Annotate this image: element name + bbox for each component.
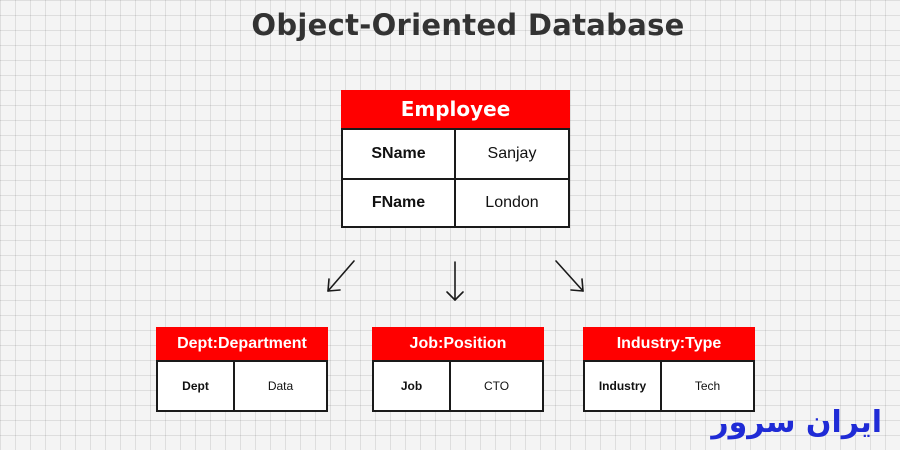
- attribute-value: London: [485, 194, 539, 211]
- attribute-value: Tech: [694, 379, 721, 393]
- attribute-value: Sanjay: [487, 145, 537, 162]
- attribute-value: CTO: [483, 379, 510, 393]
- employee-table: Employee SName Sanjay FName London: [341, 90, 570, 228]
- job-table-header: Job:Position: [372, 327, 544, 360]
- employee-table-header: Employee: [341, 90, 570, 128]
- attribute-key: Job: [374, 362, 451, 410]
- job-table-body: Job CTO: [372, 360, 544, 412]
- industry-table-header: Industry:Type: [583, 327, 755, 360]
- attribute-key: Dept: [158, 362, 235, 410]
- table-row: Dept Data: [158, 362, 326, 410]
- industry-table-body: Industry Tech: [583, 360, 755, 412]
- arrow-right-icon: [555, 260, 584, 292]
- table-row: Job CTO: [374, 362, 542, 410]
- table-row: Industry Tech: [585, 362, 753, 410]
- brand-logo: ایران سرور: [711, 405, 883, 440]
- employee-table-body: SName Sanjay FName London: [341, 128, 570, 228]
- dept-table-header: Dept:Department: [156, 327, 328, 360]
- dept-table-body: Dept Data: [156, 360, 328, 412]
- attribute-value: Data: [267, 379, 294, 393]
- industry-table: Industry:Type Industry Tech: [583, 327, 755, 412]
- attribute-key: FName: [343, 180, 456, 226]
- table-row: FName London: [343, 178, 568, 226]
- diagram-title: Object-Oriented Database: [251, 8, 685, 42]
- attribute-key: Industry: [585, 362, 662, 410]
- table-row: SName Sanjay: [343, 130, 568, 178]
- job-table: Job:Position Job CTO: [372, 327, 544, 412]
- arrow-left-icon: [327, 260, 355, 292]
- arrow-down-icon: [446, 261, 464, 301]
- dept-table: Dept:Department Dept Data: [156, 327, 328, 412]
- attribute-key: SName: [343, 130, 456, 178]
